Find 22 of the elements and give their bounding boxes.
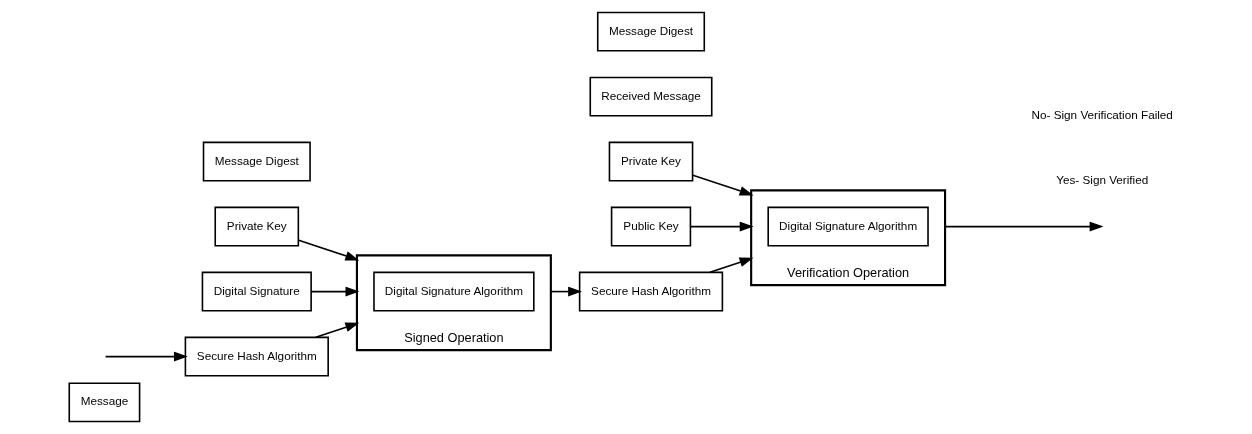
node-box: Received Message bbox=[588, 76, 713, 117]
node-box: Private Key bbox=[608, 141, 693, 182]
arrow bbox=[708, 257, 753, 274]
node-box: Message bbox=[67, 382, 140, 423]
node-box: Digital Signature Algorithm bbox=[372, 271, 535, 312]
arrow bbox=[104, 351, 188, 362]
node-box: Digital Signature Algorithm bbox=[766, 206, 929, 247]
node-box: Public Key bbox=[610, 206, 691, 247]
arrow bbox=[309, 286, 359, 297]
node-box: Message Digest bbox=[596, 11, 705, 52]
arrow bbox=[314, 322, 359, 339]
node-box: Secure Hash Algorithm bbox=[578, 271, 723, 312]
node-box: Message Digest bbox=[202, 141, 311, 182]
node-box: Private Key bbox=[213, 206, 299, 247]
node-box: Secure Hash Algorithm bbox=[184, 336, 329, 377]
label: Yes- Sign Verified bbox=[1055, 172, 1148, 186]
arrow bbox=[943, 221, 1103, 232]
arrow bbox=[689, 221, 754, 232]
label: No- Sign Verification Failed bbox=[1031, 107, 1173, 121]
arrow bbox=[297, 239, 359, 261]
node-box: Digital Signature bbox=[201, 271, 312, 312]
arrow bbox=[691, 174, 753, 196]
